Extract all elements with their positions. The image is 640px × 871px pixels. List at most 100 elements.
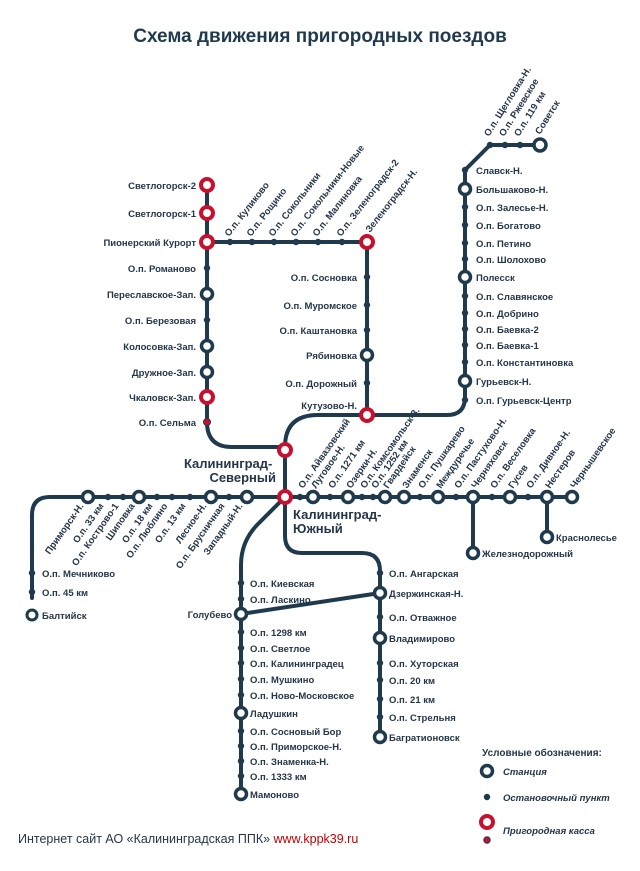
stop-gurievsk-c[interactable]: [461, 396, 469, 404]
stop-kulikovo[interactable]: [226, 238, 234, 246]
stop-lyublino[interactable]: [168, 493, 176, 501]
station-zelenogradsk[interactable]: [359, 234, 375, 250]
stop-selma[interactable]: [203, 418, 211, 426]
station-svetlogorsk2[interactable]: [199, 177, 215, 193]
stop-konstantinovka[interactable]: [461, 358, 469, 366]
stop-km1271[interactable]: [326, 493, 334, 501]
stop-km33[interactable]: [104, 493, 112, 501]
stop-malinovka[interactable]: [314, 238, 322, 246]
stop-dorozhny[interactable]: [363, 379, 371, 387]
stop-dobrino[interactable]: [461, 309, 469, 317]
stop-petino[interactable]: [461, 239, 469, 247]
station-dzerzhinskaya[interactable]: [372, 585, 388, 601]
stop-km1298[interactable]: [237, 628, 245, 636]
stop-romanovo[interactable]: [203, 264, 211, 272]
station-baltiysk[interactable]: [25, 608, 39, 622]
stop-kostrovo[interactable]: [119, 493, 127, 501]
stop-baevka1[interactable]: [461, 341, 469, 349]
station-chernyakhovsk[interactable]: [465, 489, 481, 505]
stop-kashtanovka[interactable]: [363, 326, 371, 334]
stop-km18[interactable]: [153, 493, 161, 501]
station-gusev[interactable]: [502, 489, 518, 505]
station-chernyshevskoe[interactable]: [564, 489, 580, 505]
stop-komsomolsk[interactable]: [358, 493, 366, 501]
stop-roshchino[interactable]: [248, 238, 256, 246]
stop-znamenka[interactable]: [237, 757, 245, 765]
stop-km1252[interactable]: [369, 493, 377, 501]
stop-divnoe[interactable]: [524, 493, 532, 501]
stop-bogatovo[interactable]: [461, 221, 469, 229]
station-polessk[interactable]: [457, 269, 473, 285]
station-lesnoe[interactable]: [203, 489, 219, 505]
stop-km20[interactable]: [376, 676, 384, 684]
station-ozerki[interactable]: [340, 489, 356, 505]
stop-pastukhovo[interactable]: [452, 493, 460, 501]
stop-baevka2[interactable]: [461, 325, 469, 333]
stop-aivazovsky[interactable]: [296, 493, 304, 501]
stop-slavsk[interactable]: [461, 166, 469, 174]
station-svetlogorsk1[interactable]: [199, 205, 215, 221]
stop-laskino[interactable]: [237, 595, 245, 603]
label-svetlogorsk1: Светлогорск-1: [128, 209, 197, 220]
stop-brusnichnaya[interactable]: [225, 493, 233, 501]
station-bagrationovsk[interactable]: [372, 729, 388, 745]
stop-sosnovy-bor[interactable]: [237, 727, 245, 735]
station-gvardeysk[interactable]: [377, 489, 393, 505]
stop-muromskoe[interactable]: [363, 301, 371, 309]
station-primorsk[interactable]: [80, 489, 96, 505]
stop-veselovka[interactable]: [488, 493, 496, 501]
station-druzhnoe[interactable]: [199, 364, 215, 380]
stop-sosnovka[interactable]: [363, 273, 371, 281]
stop-otvazhnoe[interactable]: [376, 613, 384, 621]
station-pionersky[interactable]: [199, 234, 215, 250]
station-mamonovo[interactable]: [233, 786, 249, 802]
stop-km1333[interactable]: [237, 772, 245, 780]
stop-sheglovka[interactable]: [486, 141, 494, 149]
station-znamensk[interactable]: [396, 489, 412, 505]
stop-mushkino[interactable]: [237, 675, 245, 683]
station-golubevo[interactable]: [233, 606, 249, 622]
station-ryabinovka[interactable]: [359, 347, 375, 363]
station-pereslavskoe[interactable]: [199, 286, 215, 302]
station-kaliningrad-sev[interactable]: [277, 442, 293, 458]
station-zapadny[interactable]: [239, 489, 255, 505]
station-lugovoe[interactable]: [305, 489, 321, 505]
footer-link[interactable]: www.kppk39.ru: [273, 832, 359, 846]
station-kaliningrad-yuzh[interactable]: [277, 489, 293, 505]
stop-strelnya[interactable]: [376, 713, 384, 721]
stop-km21[interactable]: [376, 695, 384, 703]
stop-kievskaya[interactable]: [237, 579, 245, 587]
station-gurievsk[interactable]: [457, 373, 473, 389]
stop-khutorskaya[interactable]: [376, 659, 384, 667]
station-shipovka[interactable]: [131, 489, 147, 505]
station-mezhdurechye[interactable]: [430, 489, 446, 505]
stop-sholohovo[interactable]: [461, 255, 469, 263]
stop-slavyanskoe[interactable]: [461, 292, 469, 300]
station-nesterov[interactable]: [539, 489, 555, 505]
stop-sokolniki-new[interactable]: [292, 238, 300, 246]
station-kutuzovo[interactable]: [359, 407, 375, 423]
stop-km13[interactable]: [186, 493, 194, 501]
station-zheleznodorozhny[interactable]: [465, 545, 481, 561]
station-vladimirovo[interactable]: [372, 630, 388, 646]
stop-km119[interactable]: [516, 141, 524, 149]
station-chkalovsk[interactable]: [199, 389, 215, 405]
stop-mechnikovo[interactable]: [28, 569, 36, 577]
station-sovetsk[interactable]: [532, 137, 548, 153]
stop-pushkarevo[interactable]: [416, 493, 424, 501]
stop-svetloe[interactable]: [237, 644, 245, 652]
stop-rzhevskoe[interactable]: [501, 141, 509, 149]
station-krasnolesie[interactable]: [539, 529, 555, 545]
stop-km45[interactable]: [28, 588, 36, 596]
stop-primorskoe[interactable]: [237, 742, 245, 750]
stop-sokolniki[interactable]: [270, 238, 278, 246]
station-bolshakovo[interactable]: [457, 181, 473, 197]
stop-novomoskovskoe[interactable]: [237, 691, 245, 699]
stop-zalesie[interactable]: [461, 203, 469, 211]
station-ladushkin[interactable]: [233, 705, 249, 721]
stop-zelenogradsk2[interactable]: [338, 238, 346, 246]
station-kolosovka[interactable]: [199, 338, 215, 354]
stop-kaliningradets[interactable]: [237, 659, 245, 667]
stop-berezovaya[interactable]: [203, 316, 211, 324]
stop-angarskaya[interactable]: [376, 569, 384, 577]
